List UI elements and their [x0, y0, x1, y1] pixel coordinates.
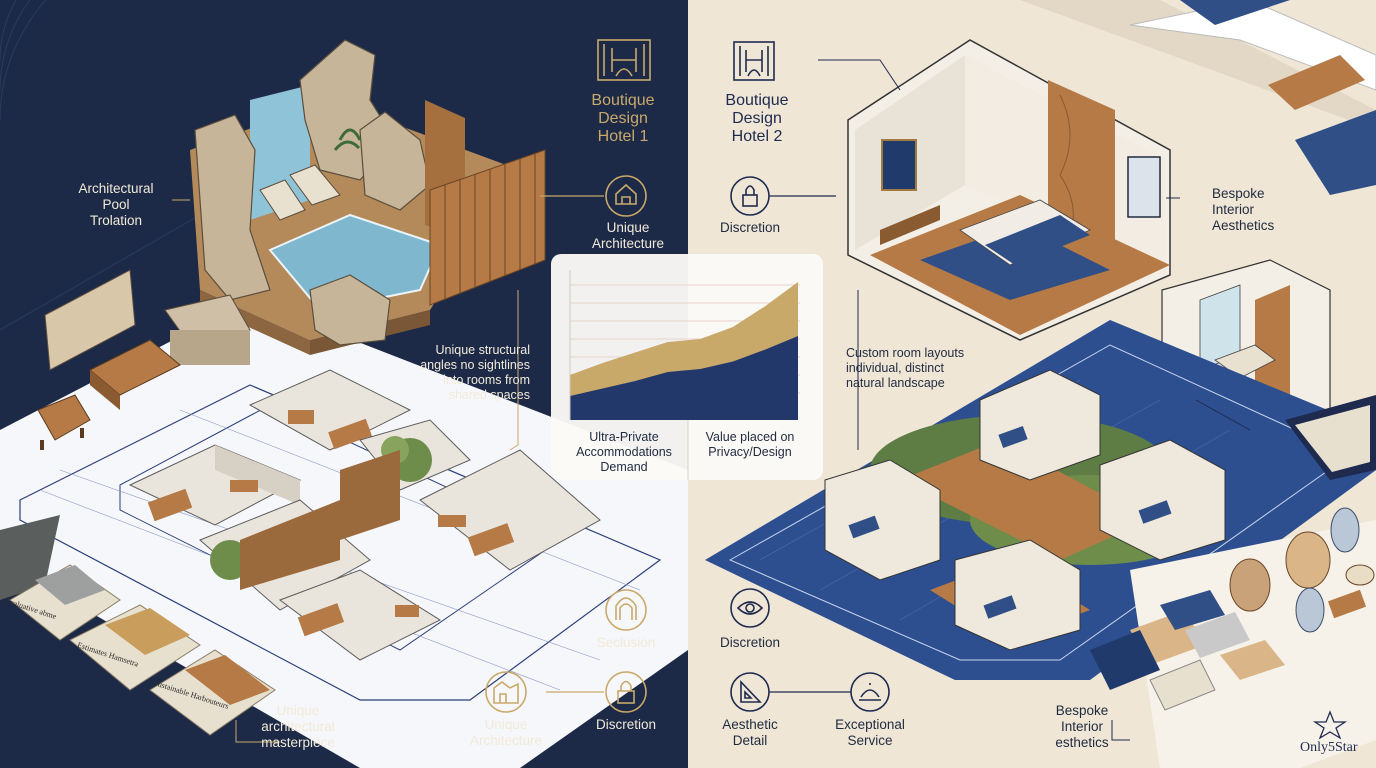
- bespoke-bottom-label: Bespoke Interior esthetics: [1055, 703, 1108, 751]
- blueprint-arcs: [0, 0, 201, 331]
- custom-layouts-label: Custom room layouts individual, distinct…: [846, 346, 964, 391]
- structural-note: Unique structural angles no sightlines i…: [420, 343, 530, 403]
- bespoke-bottom-line: Interior: [1060, 719, 1104, 734]
- chart-label-right: Value placed on Privacy/Design: [706, 430, 795, 460]
- pool-courtyard-model: [190, 39, 546, 355]
- eye-icon: [730, 588, 770, 628]
- seclusion-label: Seclusion: [596, 635, 656, 650]
- material-swatches: [0, 515, 276, 736]
- bespoke-top-line: Interior: [1212, 202, 1255, 217]
- boutique-hotel-logo-icon: [733, 41, 775, 81]
- aesthetic-detail-label: Aesthetic Detail: [722, 717, 778, 749]
- custom-layouts-line: individual, distinct: [846, 361, 944, 375]
- structural-note-line: Unique structural: [435, 343, 531, 357]
- unique-architecture-top-line: Unique: [606, 220, 650, 235]
- discretion-label-bottom: Discretion: [719, 635, 781, 650]
- masterpiece-label-line: architectural: [261, 719, 335, 734]
- chart-card: [551, 254, 823, 480]
- hotel2-title-line: Design: [732, 110, 782, 127]
- chart-label-left: Ultra-Private Accommodations Demand: [576, 430, 672, 475]
- bespoke-bottom-line: Bespoke: [1055, 703, 1109, 718]
- unique-architecture-bottom-line: Unique: [484, 717, 528, 732]
- hotel2-title: Boutique Design Hotel 2: [725, 92, 788, 146]
- chart-label-right-line: Value placed on: [705, 430, 795, 444]
- connector-lines-right: [769, 195, 851, 693]
- bespoke-bottom-line: esthetics: [1055, 735, 1109, 750]
- house-icon: [605, 175, 647, 217]
- hotel1-title-line: Hotel 1: [597, 128, 649, 145]
- aesthetic-detail-line: Detail: [732, 733, 768, 748]
- area-series-demand: [570, 336, 798, 420]
- brand-logo-text: Only5Star: [1300, 740, 1358, 755]
- padlock-icon: [605, 671, 647, 713]
- pool-label-line: Architectural: [78, 181, 154, 196]
- callout-leaders-left: [172, 199, 519, 743]
- bedroom-model: [847, 39, 1171, 341]
- chart-label-right-line: Privacy/Design: [708, 445, 792, 459]
- exceptional-service-line: Service: [847, 733, 893, 748]
- chart-label-left-line: Accommodations: [576, 445, 672, 459]
- left-furniture: [37, 269, 251, 450]
- masterpiece-label: Unique architectural masterpiece: [261, 703, 335, 751]
- boutique-hotel-logo-icon: [597, 39, 651, 81]
- hotel2-title-line: Boutique: [725, 92, 789, 109]
- discretion-label-left: Discretion: [595, 717, 657, 732]
- exceptional-service-line: Exceptional: [835, 717, 905, 732]
- chart-label-left-line: Ultra-Private: [589, 430, 659, 444]
- bespoke-top-line: Bespoke: [1212, 186, 1265, 201]
- left-rooms: [128, 369, 601, 661]
- custom-layouts-line: natural landscape: [846, 376, 945, 390]
- bespoke-top-label: Bespoke Interior Aesthetics: [1212, 186, 1274, 234]
- unique-architecture-bottom-line: Architecture: [469, 733, 543, 748]
- discretion-label-top: Discretion: [719, 220, 781, 235]
- unique-architecture-top: Unique Architecture: [592, 220, 664, 252]
- exceptional-service-label: Exceptional Service: [835, 717, 905, 749]
- chart-label-left-line: Demand: [600, 460, 648, 474]
- hotel2-title-line: Hotel 2: [731, 128, 783, 145]
- arch-door-icon: [605, 589, 647, 631]
- structural-note-line: into rooms from: [443, 373, 530, 387]
- masterpiece-label-line: masterpiece: [261, 735, 335, 750]
- ceramics-and-fabrics: [1090, 507, 1376, 768]
- bespoke-top-line: Aesthetics: [1212, 218, 1275, 233]
- hotel1-title-line: Design: [598, 110, 648, 127]
- chart-plot: [570, 282, 798, 420]
- hotel1-title-line: Boutique: [591, 92, 655, 109]
- pool-label-line: Pool: [102, 197, 130, 212]
- connector-lines-left: [540, 195, 604, 693]
- pool-label-line: Trolation: [89, 213, 143, 228]
- custom-layouts-line: Custom room layouts: [846, 346, 965, 360]
- structural-note-line: angles no sightlines: [420, 358, 530, 372]
- masterpiece-label-line: Unique: [276, 703, 320, 718]
- star-logo-icon: [1312, 710, 1348, 740]
- callout-leader-bespoke-bottom: [1111, 720, 1130, 741]
- unique-architecture-top-line: Architecture: [591, 236, 665, 251]
- pool-label: Architectural Pool Trolation: [78, 181, 153, 229]
- callout-arrow: [1195, 399, 1251, 431]
- aesthetic-detail-line: Aesthetic: [722, 717, 778, 732]
- building-icon: [485, 671, 527, 713]
- callout-leader-title: [818, 59, 901, 91]
- structural-note-line: shared spaces: [448, 388, 530, 402]
- hotel1-title: Boutique Design Hotel 1: [591, 92, 654, 146]
- unique-architecture-bottom: Unique Architecture: [470, 717, 542, 749]
- top-material-boards: [1020, 0, 1376, 480]
